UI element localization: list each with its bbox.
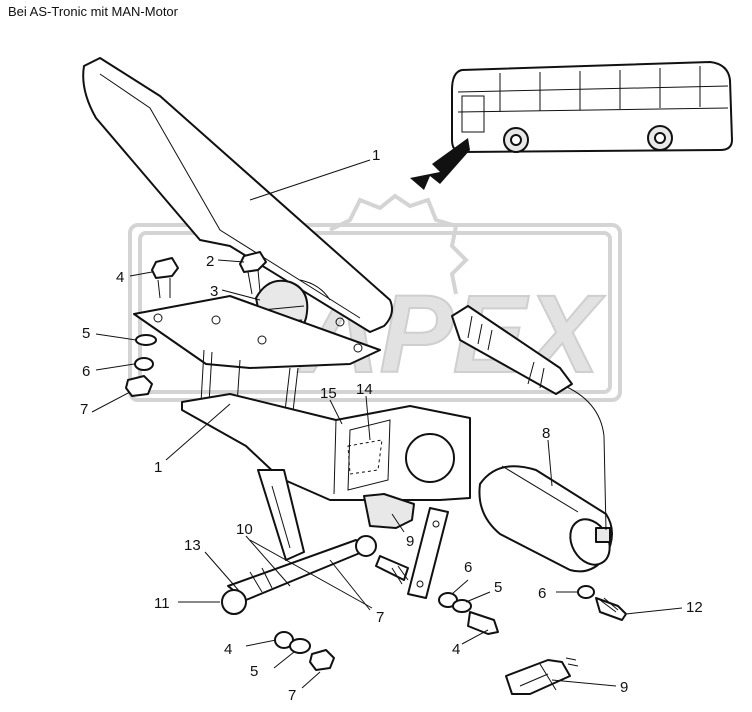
callout-7-mid: 7	[376, 609, 384, 626]
callout-3: 3	[210, 283, 218, 300]
diagram-title: Bei AS-Tronic mit MAN-Motor	[8, 4, 178, 19]
callout-1-bottom: 1	[154, 459, 162, 476]
callout-9-lower: 9	[620, 679, 628, 696]
cable-connector	[451, 305, 573, 395]
callout-6-mid: 6	[464, 559, 472, 576]
left-hardware	[125, 257, 179, 397]
right-hardware	[577, 585, 627, 621]
callout-2: 2	[206, 253, 214, 270]
leader-lines	[91, 159, 683, 689]
callout-10: 10	[236, 521, 253, 538]
callout-6-top: 6	[82, 363, 90, 380]
callout-5-top: 5	[82, 325, 90, 342]
lower-left-hardware	[274, 631, 335, 671]
connecting-rod	[221, 535, 409, 615]
callout-11: 11	[154, 595, 170, 612]
callout-7-top: 7	[80, 401, 88, 418]
main-bracket	[181, 393, 471, 501]
callout-6-right: 6	[538, 585, 546, 602]
flat-link	[407, 507, 449, 599]
slotted-bar	[257, 469, 305, 561]
sensor-cable	[559, 383, 607, 531]
callout-7-bottom: 7	[288, 687, 296, 704]
callout-4-left: 4	[224, 641, 232, 658]
lower-middle-hardware	[391, 565, 499, 635]
mounting-plate	[133, 295, 381, 369]
callout-8: 8	[542, 425, 550, 442]
bus-illustration	[410, 61, 733, 190]
callout-5-right: 5	[494, 579, 502, 596]
callout-15: 15	[320, 385, 337, 402]
callout-4-right: 4	[452, 641, 460, 658]
callout-14: 14	[356, 381, 373, 398]
top-bolt	[239, 251, 267, 295]
callout-4-top: 4	[116, 269, 124, 286]
sensor-plug	[505, 657, 579, 695]
actuator-cylinder	[478, 465, 613, 573]
callout-5-left: 5	[250, 663, 258, 680]
location-arrow	[410, 138, 470, 190]
callout-12: 12	[686, 599, 703, 616]
pedal-lever	[82, 57, 393, 333]
callout-1-top: 1	[372, 147, 380, 164]
callout-labels: 1 1 2 3 4 4 4 5 5 5 6 6 6 7 7 7 8 9 9 10…	[80, 147, 703, 704]
clip-bracket	[363, 493, 415, 529]
callout-9-upper: 9	[406, 533, 414, 550]
callout-13: 13	[184, 537, 201, 554]
